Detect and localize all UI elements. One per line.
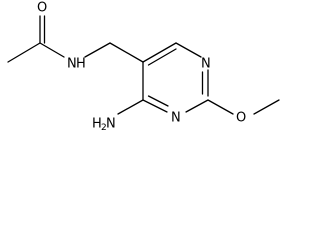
bond-ring-n3-c4-inner (147, 95, 169, 107)
bond-ring-n3-c4 (142, 99, 168, 113)
bond-methylene-ring (109, 42, 144, 63)
bond-ring-c5-c6-inner (147, 48, 177, 66)
chemical-structure: O N H N N O H 2 N (7, 1, 280, 134)
bond-ring-amino (117, 99, 144, 115)
atom-label-carbonyl-oxygen: O (37, 1, 47, 16)
bond-ring-c2-n3 (185, 99, 209, 113)
atom-label-amide-hydrogen: H (76, 57, 86, 72)
bond-ring-c5-c6 (142, 42, 177, 63)
atom-label-ring-nitrogen-lower: N (171, 111, 181, 126)
atom-label-ring-nitrogen-upper: N (201, 57, 211, 72)
bond-methyl-carbonyl (7, 42, 41, 63)
label-layer: O N H N N O H 2 N (37, 1, 246, 134)
atom-label-amino-subscript: 2 (101, 123, 107, 133)
bond-ether-methyl (253, 99, 280, 115)
bond-ring-c6-n1 (175, 42, 202, 58)
atom-label-amino-hydrogen: H (92, 117, 102, 132)
atom-label-ether-oxygen: O (236, 111, 246, 126)
bond-nitrogen-methylene (84, 42, 111, 58)
atom-label-amide-nitrogen: N (67, 57, 77, 72)
atom-label-amino-nitrogen: N (106, 117, 116, 132)
bond-carbonyl-nitrogen (39, 42, 65, 58)
bond-ring-ether-oxygen (207, 99, 234, 115)
bond-layer (7, 15, 280, 115)
